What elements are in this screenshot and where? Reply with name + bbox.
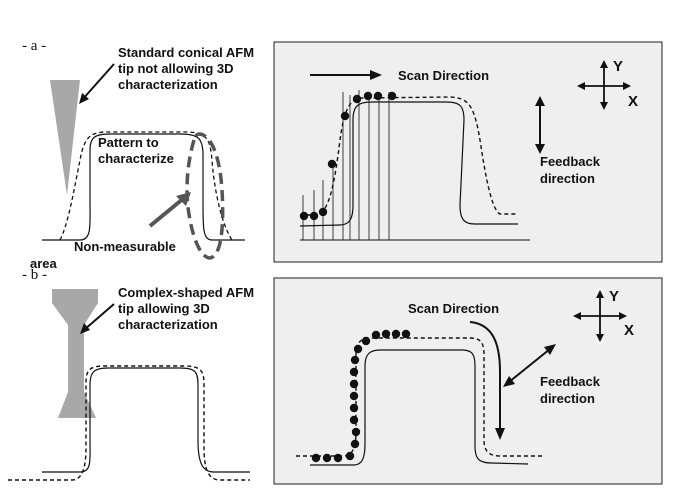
- panel-a-xy-axes-icon: [582, 66, 626, 104]
- panel-a-axis-head-left: [577, 82, 585, 90]
- panel-a-conical-trace: [59, 131, 233, 241]
- panel-a-nonmeasurable-loop: [185, 132, 225, 260]
- panel-b-tip-caption-3: characterization: [118, 317, 218, 332]
- conical-tip: [50, 80, 80, 195]
- panel-a-pattern-caption-1: Pattern to: [98, 135, 159, 150]
- panel-a-scan-direction: Scan Direction: [398, 68, 489, 83]
- panel-b-feedback-caption-1: Feedback: [540, 374, 601, 389]
- panel-b-pattern-outline: [42, 367, 250, 473]
- panel-a-feedback-arrowhead-down: [535, 144, 545, 154]
- panel-b-feedback-caption-2: direction: [540, 391, 595, 406]
- panel-b-tip-trace: [8, 365, 250, 481]
- panel-b-axis-head-down: [596, 334, 604, 342]
- panel-a-feedback-arrowhead-up: [535, 96, 545, 106]
- panel-a-tip-arrow: [81, 63, 115, 101]
- panel-a-axis-x: X: [628, 93, 638, 110]
- panel-a-nonmeasurable-caption-2: area: [30, 256, 58, 271]
- panel-b-axis-head-right: [619, 312, 627, 320]
- panel-a-tip-caption-1: Standard conical AFM: [118, 45, 254, 60]
- panel-b-axis-head-left: [573, 312, 581, 320]
- panel-b-measured-points: [311, 329, 411, 463]
- panel-b-scan-direction: Scan Direction: [408, 301, 499, 316]
- panel-b-feedback-arrow: [508, 348, 551, 383]
- panel-a-axis-head-up: [600, 60, 608, 68]
- panel-b-tip-caption-1: Complex-shaped AFM: [118, 285, 254, 300]
- panel-a-axis-y: Y: [613, 58, 623, 75]
- panel-b-tip-arrowhead: [80, 323, 90, 334]
- panel-b-pattern-profile: [310, 349, 529, 466]
- panel-a-scan-arrowhead: [370, 70, 382, 80]
- panel-a-nonmeasurable-arrowhead: [176, 192, 191, 206]
- panel-b-label: - b -: [22, 267, 47, 283]
- panel-b-tip-arrow: [83, 303, 115, 331]
- panel-b-scan-arrow: [469, 321, 501, 430]
- panel-b-xy-axes-icon: [578, 296, 622, 336]
- panel-a-tip-caption-3: characterization: [118, 77, 218, 92]
- panel-a-tip-arrowhead: [79, 93, 89, 104]
- panel-b-axis-x: X: [624, 322, 634, 339]
- panel-a-pattern-profile: [299, 101, 518, 227]
- panel-a-nonmeasurable-arrow: [148, 196, 186, 228]
- panel-a-tip-caption-2: tip not allowing 3D: [118, 61, 234, 76]
- panel-b-scan-box: [273, 277, 663, 485]
- complex-tip: [52, 289, 98, 418]
- panel-a-feedback-caption-1: Feedback: [540, 154, 601, 169]
- panel-a-label: - a -: [22, 38, 46, 54]
- panel-a-axis-head-right: [623, 82, 631, 90]
- panel-a-axis-head-down: [600, 102, 608, 110]
- panel-b-tip-caption-2: tip allowing 3D: [118, 301, 210, 316]
- panel-a-tip-trace: [300, 96, 518, 216]
- panel-b-axis-y: Y: [609, 288, 619, 305]
- panel-b-feedback-arrowhead-up: [544, 344, 556, 355]
- panel-b-axis-head-up: [596, 290, 604, 298]
- panel-a-measured-points: [299, 91, 397, 221]
- panel-a-feedback-caption-2: direction: [540, 171, 595, 186]
- panel-b-scan-arrowhead: [495, 428, 505, 440]
- panel-b-feedback-arrowhead-down: [503, 376, 515, 387]
- panel-a-pattern-caption-2: characterize: [98, 151, 174, 166]
- panel-a-nonmeasurable-caption-1: Non-measurable: [74, 239, 176, 254]
- panel-a-pattern-outline: [42, 133, 245, 241]
